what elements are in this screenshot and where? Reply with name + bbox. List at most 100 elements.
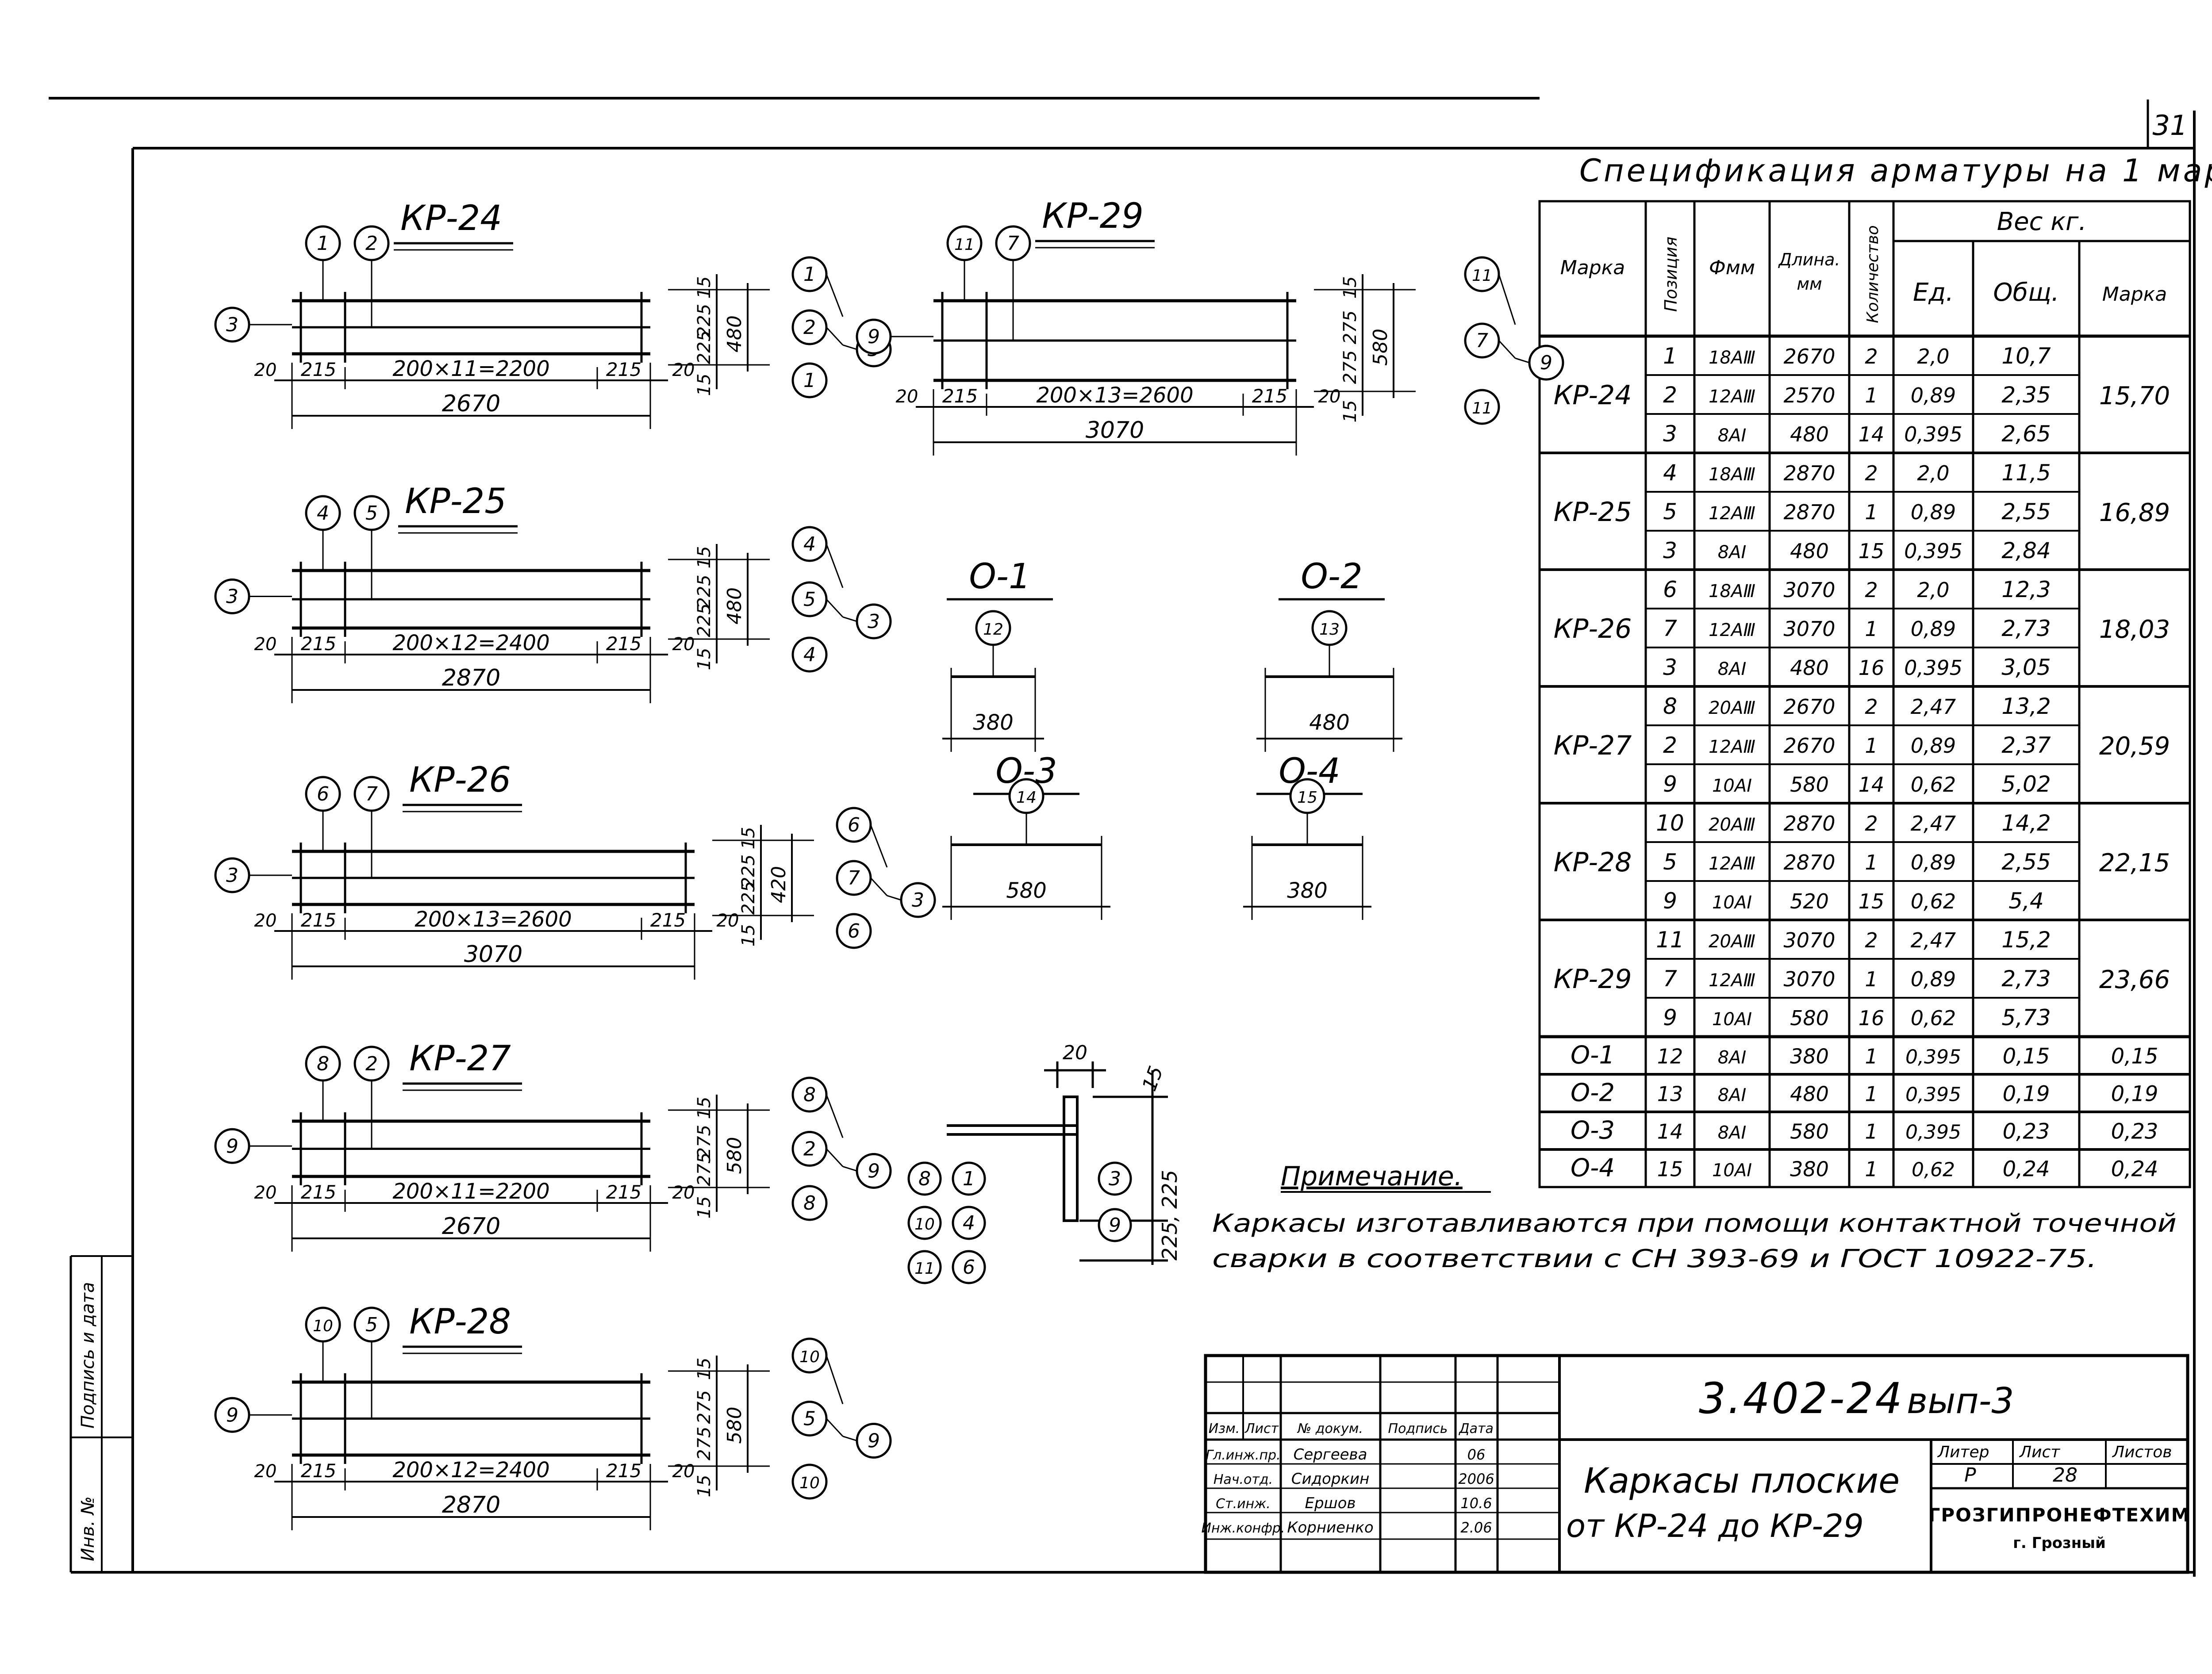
bubble-label: 1	[317, 232, 329, 255]
spec-cell-mark-weight: 0,23	[2111, 1119, 2158, 1144]
position-bubble: 5	[353, 495, 390, 531]
spec-cell-length: 2870	[1783, 461, 1835, 485]
note-block: Примечание. Каркасы изготавливаются при …	[1212, 1161, 2177, 1273]
organization-city: г. Грозный	[2013, 1534, 2106, 1552]
spec-cell-unit-weight: 0,89	[1911, 383, 1956, 407]
dim-end: 215	[650, 909, 686, 931]
dim-spacing: 225	[694, 304, 714, 337]
bubble-label: 9	[226, 1135, 238, 1157]
bubble-circle	[1098, 1208, 1132, 1242]
spec-cell-total-weight: 10,7	[2001, 343, 2051, 369]
bubble-label: 2	[803, 1138, 816, 1161]
dim-spacing: 225	[694, 330, 714, 364]
position-bubble: 10	[907, 1206, 942, 1240]
spec-group-total: 15,70	[2099, 382, 2170, 410]
bubble-label: 2	[365, 1053, 378, 1075]
dim-end: 215	[301, 633, 336, 655]
position-bubble: 9	[1098, 1208, 1132, 1242]
document-code: 3.402-24	[1699, 1374, 1904, 1423]
joint-dim-side: 225, 225	[1158, 1170, 1182, 1260]
spec-cell-unit-weight: 0,62	[1912, 1159, 1955, 1181]
spec-cell-length: 580	[1790, 1006, 1829, 1030]
spec-cell-diameter: 12АⅢ	[1709, 387, 1755, 407]
position-bubble: 12	[975, 610, 1011, 646]
dim-edge: 20	[254, 360, 277, 380]
position-bubble: 14	[1008, 778, 1045, 814]
position-bubble: 5	[353, 1306, 390, 1343]
spec-header-unit: Ед.	[1913, 278, 1954, 307]
document-title-line-1: Каркасы плоские	[1584, 1461, 1900, 1501]
spec-header-weight: Вес кг.	[1997, 207, 2087, 236]
position-bubble: 4	[791, 636, 828, 673]
spec-cell-diameter: 10АⅠ	[1712, 893, 1752, 913]
bubble-label: 13	[1319, 621, 1340, 639]
bubble-label: 5	[365, 1314, 378, 1336]
spec-cell-qty: 16	[1859, 656, 1885, 680]
spec-cell-qty: 1	[1865, 1082, 1878, 1106]
dim-middle: 200×12=2400	[392, 1458, 549, 1482]
detail-dimension: 380	[973, 710, 1014, 735]
spec-group-mark: КР-28	[1554, 847, 1632, 878]
spec-cell-length: 2670	[1783, 734, 1835, 758]
dim-end: 215	[301, 1181, 336, 1203]
spec-cell-total-weight: 2,65	[2001, 421, 2051, 447]
position-bubble: 1	[952, 1161, 986, 1196]
spec-cell-total-weight: 2,55	[2001, 499, 2051, 525]
position-bubble: 7	[995, 225, 1031, 261]
bubble-circle	[214, 1128, 250, 1164]
dim-middle: 200×12=2400	[392, 631, 549, 655]
bubble-circle	[836, 913, 872, 949]
position-bubble: 3	[214, 306, 250, 343]
stamp-date: 2006	[1458, 1471, 1494, 1487]
joint-dim-top2: 15	[1138, 1063, 1167, 1094]
bubble-circle	[214, 857, 250, 893]
spec-cell-position: 1	[1663, 343, 1677, 369]
spec-cell-total-weight: 2,73	[2001, 616, 2051, 641]
spec-group-total: 22,15	[2099, 849, 2170, 877]
spec-cell-length: 2870	[1783, 850, 1835, 874]
spec-cell-unit-weight: 0,89	[1911, 734, 1956, 758]
spec-header-diameter: Фмм	[1709, 257, 1755, 279]
spec-cell-qty: 14	[1859, 773, 1885, 797]
leader-line	[1515, 357, 1530, 364]
bubble-circle	[907, 1206, 942, 1240]
bubble-circle	[907, 1250, 942, 1284]
bubble-label: 10	[799, 1348, 820, 1366]
bubble-label: 9	[1540, 352, 1552, 374]
spec-title: Спецификация арматуры на 1 марку	[1579, 153, 2212, 189]
dim-spacing: 275	[694, 1125, 714, 1158]
spec-cell-unit-weight: 2,47	[1911, 928, 1956, 952]
bubble-label: 8	[803, 1084, 816, 1106]
stamp-header: № докум.	[1297, 1421, 1363, 1436]
spec-cell-unit-weight: 0,62	[1911, 889, 1956, 913]
bubble-label: 9	[868, 1160, 880, 1183]
dim-edge: 20	[672, 634, 695, 655]
position-bubble: 6	[836, 807, 872, 843]
position-bubble: 9	[856, 318, 892, 355]
spec-cell-position: 15	[1657, 1157, 1683, 1181]
bubble-circle	[1098, 1161, 1132, 1196]
spec-cell-length: 580	[1790, 1120, 1829, 1144]
bubble-label: 10	[313, 1317, 333, 1335]
spec-cell-length: 480	[1790, 1082, 1829, 1106]
position-bubble: 9	[856, 1153, 892, 1189]
spec-cell-qty: 1	[1865, 383, 1878, 407]
spec-header-total: Общ.	[1993, 278, 2059, 307]
spec-group-total: 16,89	[2099, 498, 2170, 527]
spec-cell-unit-weight: 2,0	[1917, 461, 1949, 485]
spec-cell-total-weight: 3,05	[2001, 655, 2051, 680]
spec-cell-position: 7	[1663, 616, 1677, 641]
bubble-label: 6	[848, 920, 860, 942]
spec-cell-total-weight: 2,84	[2001, 538, 2051, 563]
bubble-label: 6	[317, 783, 329, 805]
position-bubble: 6	[836, 913, 872, 949]
spec-cell-diameter: 20АⅢ	[1709, 815, 1755, 835]
dim-edge: 20	[672, 360, 695, 380]
bubble-label: 4	[963, 1212, 975, 1234]
bubble-label: 5	[803, 1408, 816, 1430]
bubble-label: 6	[963, 1256, 975, 1279]
leader-line	[842, 344, 857, 350]
